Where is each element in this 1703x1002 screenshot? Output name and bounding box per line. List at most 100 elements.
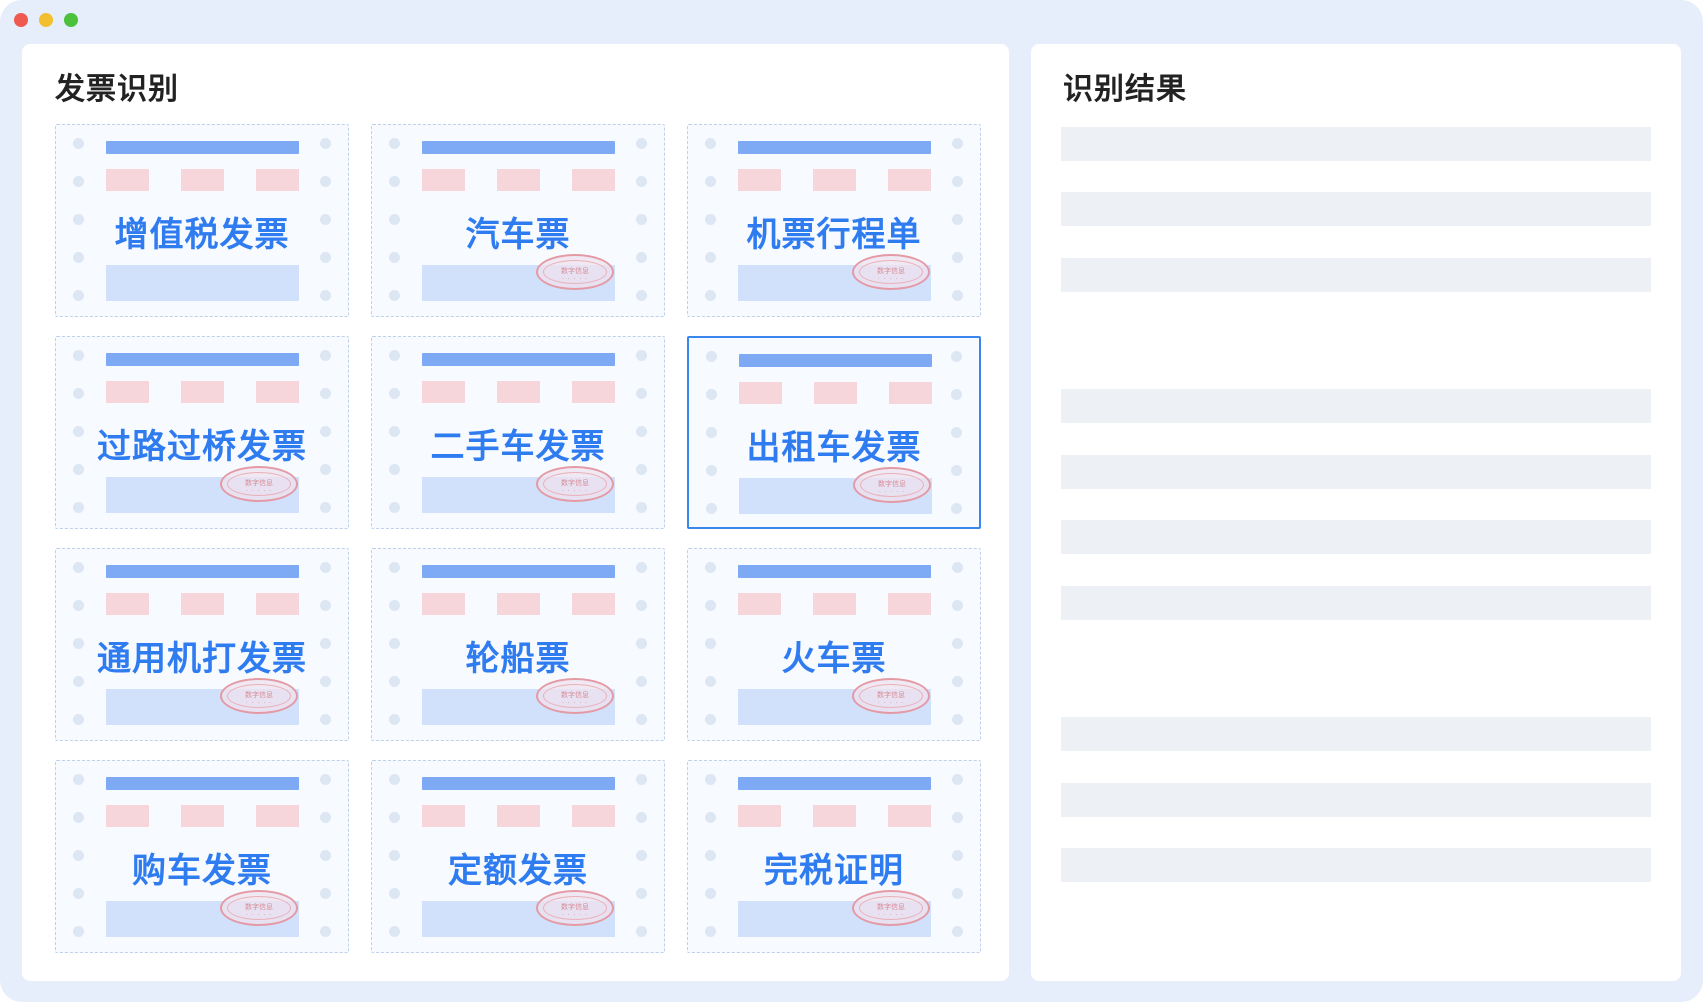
perforation-dot — [320, 290, 331, 301]
seal-stamp-icon: 数字信息· · · · · — [220, 466, 298, 502]
perforation-dot — [636, 214, 647, 225]
perforation-dot — [706, 465, 717, 476]
perforation-dot — [636, 812, 647, 823]
perforation-dot — [389, 600, 400, 611]
invoice-field-block — [422, 169, 465, 191]
invoice-field-block — [497, 169, 540, 191]
stamp-text: 数字信息 — [561, 903, 589, 911]
perforation-dot — [636, 252, 647, 263]
perforation-dot — [389, 464, 400, 475]
perforation-dot — [705, 850, 716, 861]
invoice-card-label: 过路过桥发票 — [97, 427, 307, 467]
stamp-text: 数字信息 — [877, 691, 905, 699]
perforation-dot — [636, 600, 647, 611]
seal-stamp-icon: 数字信息· · · · · — [220, 890, 298, 926]
invoice-field-block — [572, 593, 615, 615]
perforation-dot — [952, 600, 963, 611]
perforation-dot — [73, 464, 84, 475]
perforation-dots — [389, 138, 400, 301]
perforation-dot — [73, 426, 84, 437]
invoice-card[interactable]: 数字信息· · · · ·通用机打发票 — [55, 548, 349, 741]
invoice-card[interactable]: 数字信息· · · · ·完税证明 — [687, 760, 981, 953]
invoice-card[interactable]: 数字信息· · · · ·火车票 — [687, 548, 981, 741]
perforation-dot — [320, 850, 331, 861]
invoice-field-block — [497, 381, 540, 403]
invoice-field-block — [106, 381, 149, 403]
invoice-card[interactable]: 数字信息· · · · ·出租车发票 — [687, 336, 981, 529]
perforation-dot — [320, 350, 331, 361]
perforation-dots — [636, 774, 647, 937]
minimize-window-button[interactable] — [39, 13, 53, 27]
invoice-card-label: 完税证明 — [764, 851, 904, 891]
perforation-dot — [636, 502, 647, 513]
invoice-card[interactable]: 数字信息· · · · ·过路过桥发票 — [55, 336, 349, 529]
perforation-dot — [705, 600, 716, 611]
invoice-card[interactable]: 数字信息· · · · ·轮船票 — [371, 548, 665, 741]
perforation-dots — [389, 774, 400, 937]
stamp-text: 数字信息 — [561, 691, 589, 699]
invoice-field-block — [256, 169, 299, 191]
invoice-card[interactable]: 数字信息· · · · ·定额发票 — [371, 760, 665, 953]
perforation-dot — [389, 290, 400, 301]
stamp-dots: · · · · · — [561, 276, 589, 283]
invoice-field-block — [739, 382, 782, 404]
close-window-button[interactable] — [14, 13, 28, 27]
invoice-card-label: 二手车发票 — [430, 427, 606, 467]
perforation-dots — [706, 351, 717, 514]
invoice-footer-bar — [106, 265, 299, 301]
invoice-field-block — [572, 169, 615, 191]
perforation-dot — [389, 350, 400, 361]
result-placeholder-row — [1061, 192, 1651, 226]
invoice-header-bar — [106, 777, 299, 790]
perforation-dot — [952, 850, 963, 861]
invoice-field-block — [813, 169, 856, 191]
invoice-field-block — [738, 593, 781, 615]
perforation-dots — [320, 138, 331, 301]
invoice-field-block — [256, 593, 299, 615]
result-placeholder-row — [1061, 586, 1651, 620]
invoice-card[interactable]: 数字信息· · · · ·二手车发票 — [371, 336, 665, 529]
perforation-dot — [320, 502, 331, 513]
perforation-dots — [320, 562, 331, 725]
perforation-dot — [705, 138, 716, 149]
invoice-card-label: 机票行程单 — [746, 215, 922, 255]
invoice-card[interactable]: 增值税发票 — [55, 124, 349, 317]
perforation-dot — [705, 714, 716, 725]
perforation-dots — [705, 562, 716, 725]
perforation-dot — [951, 465, 962, 476]
perforation-dot — [320, 464, 331, 475]
perforation-dots — [951, 351, 962, 514]
perforation-dot — [705, 774, 716, 785]
maximize-window-button[interactable] — [64, 13, 78, 27]
perforation-dot — [636, 176, 647, 187]
invoice-card-label: 定额发票 — [448, 851, 588, 891]
perforation-dot — [952, 812, 963, 823]
perforation-dots — [73, 350, 84, 513]
perforation-dot — [636, 388, 647, 399]
perforation-dot — [952, 676, 963, 687]
invoice-field-block — [813, 805, 856, 827]
stamp-text: 数字信息 — [877, 267, 905, 275]
perforation-dot — [636, 426, 647, 437]
perforation-dot — [636, 714, 647, 725]
perforation-dot — [389, 252, 400, 263]
perforation-dots — [73, 562, 84, 725]
result-placeholder-row — [1061, 783, 1651, 817]
perforation-dot — [389, 214, 400, 225]
invoice-header-bar — [106, 353, 299, 366]
perforation-dot — [952, 888, 963, 899]
perforation-dot — [320, 714, 331, 725]
perforation-dot — [705, 562, 716, 573]
invoice-card-label: 轮船票 — [465, 639, 571, 679]
invoice-card[interactable]: 数字信息· · · · ·汽车票 — [371, 124, 665, 317]
perforation-dot — [636, 562, 647, 573]
perforation-dot — [389, 850, 400, 861]
invoice-card[interactable]: 数字信息· · · · ·机票行程单 — [687, 124, 981, 317]
seal-stamp-icon: 数字信息· · · · · — [220, 678, 298, 714]
invoice-card[interactable]: 数字信息· · · · ·购车发票 — [55, 760, 349, 953]
invoice-field-block — [181, 169, 224, 191]
invoice-field-block — [572, 381, 615, 403]
result-placeholder-row — [1061, 389, 1651, 423]
perforation-dot — [705, 888, 716, 899]
invoice-card-label: 出租车发票 — [746, 428, 922, 468]
